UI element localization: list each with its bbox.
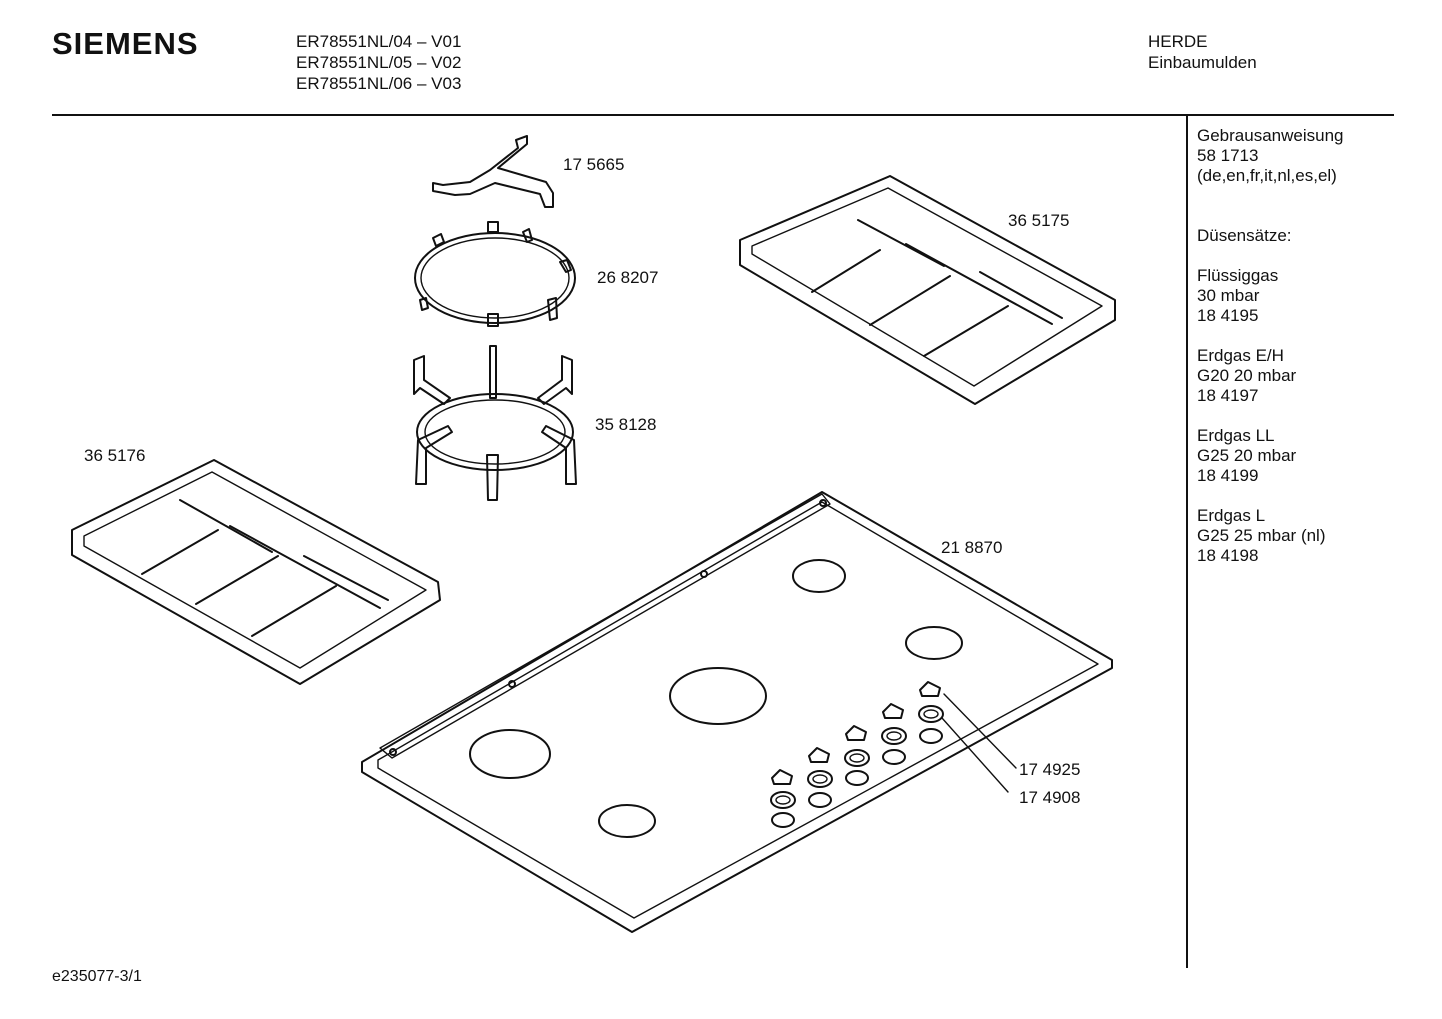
leader-line [941, 717, 1009, 793]
part-label: 17 5665 [563, 155, 624, 174]
sidebar-info: Gebrausanweisung 58 1713 (de,en,fr,it,nl… [1197, 126, 1343, 586]
part-label: 26 8207 [597, 268, 658, 287]
nozzle-sets-label: Düsensätze: [1197, 226, 1292, 245]
nozzle-gas: Erdgas L [1197, 506, 1266, 525]
drawing-id: e235077-3/1 [52, 968, 142, 985]
category-line: HERDE [1148, 32, 1208, 51]
nozzle-part: 18 4198 [1197, 546, 1259, 565]
part-label: 35 8128 [595, 415, 656, 434]
category-line: Einbaumulden [1148, 53, 1257, 72]
model-line: ER78551NL/05 – V02 [296, 53, 462, 72]
wok-ring [414, 221, 576, 327]
nozzle-gas: Erdgas LL [1197, 426, 1275, 445]
wok-support-star [432, 135, 554, 208]
brand-logo: SIEMENS [52, 26, 199, 61]
part-label: 21 8870 [941, 538, 1002, 557]
pan-support-right [739, 175, 1116, 405]
nozzle-pressure: 30 mbar [1197, 286, 1260, 305]
part-label: 17 4925 [1019, 760, 1080, 779]
nozzle-set: Erdgas E/H G20 20 mbar 18 4197 [1197, 346, 1343, 406]
nozzle-part: 18 4195 [1197, 306, 1259, 325]
part-label: 36 5175 [1008, 211, 1069, 230]
nozzle-set: Flüssiggas 30 mbar 18 4195 [1197, 266, 1343, 326]
nozzle-pressure: G25 25 mbar (nl) [1197, 526, 1326, 545]
part-label: 17 4908 [1019, 788, 1080, 807]
manual-languages: (de,en,fr,it,nl,es,el) [1197, 166, 1337, 185]
nozzle-pressure: G25 20 mbar [1197, 446, 1297, 465]
nozzle-gas: Erdgas E/H [1197, 346, 1284, 365]
wok-stand [413, 345, 577, 501]
control-knobs [770, 681, 944, 828]
manual-block: Gebrausanweisung 58 1713 (de,en,fr,it,nl… [1197, 126, 1343, 186]
manual-label: Gebrausanweisung [1197, 126, 1344, 145]
pan-support-left [71, 459, 441, 685]
leader-line [943, 693, 1017, 769]
nozzle-part: 18 4199 [1197, 466, 1259, 485]
nozzle-gas: Flüssiggas [1197, 266, 1279, 285]
model-list: ER78551NL/04 – V01 ER78551NL/05 – V02 ER… [296, 31, 461, 94]
nozzle-part: 18 4197 [1197, 386, 1259, 405]
sidebar-divider [1186, 116, 1188, 968]
part-label: 36 5176 [84, 446, 145, 465]
nozzle-pressure: G20 20 mbar [1197, 366, 1297, 385]
product-category: HERDE Einbaumulden [1148, 31, 1257, 73]
nozzle-set: Erdgas LL G25 20 mbar 18 4199 [1197, 426, 1343, 486]
hob-top [361, 491, 1113, 933]
model-line: ER78551NL/06 – V03 [296, 74, 462, 93]
manual-number: 58 1713 [1197, 146, 1259, 165]
nozzle-set: Erdgas L G25 25 mbar (nl) 18 4198 [1197, 506, 1343, 566]
header-divider [52, 114, 1394, 116]
model-line: ER78551NL/04 – V01 [296, 32, 462, 51]
